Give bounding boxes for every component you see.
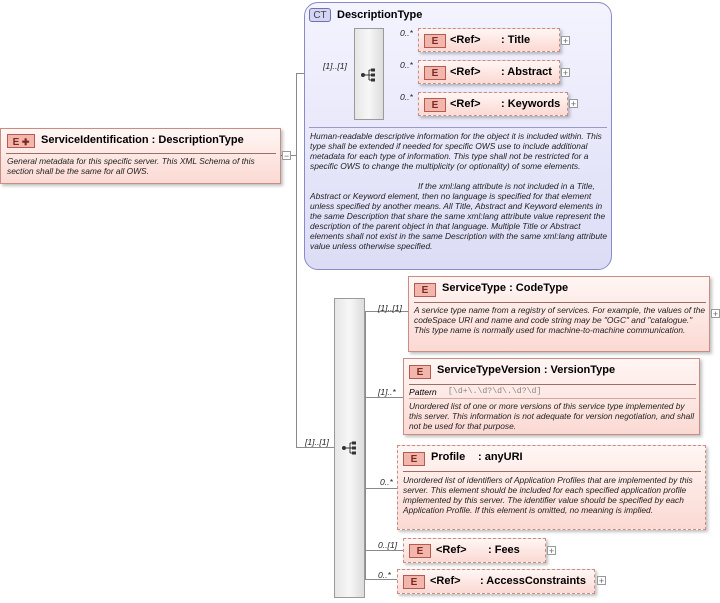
- servicetypeversion-cardinality: [1]..*: [378, 387, 396, 397]
- complex-type-box: CT DescriptionType Human-readable descri…: [304, 2, 612, 270]
- servicetypeversion-element[interactable]: E ServiceTypeVersion : VersionType Patte…: [403, 358, 700, 435]
- plus-icon[interactable]: +: [597, 576, 606, 586]
- element-ref: <Ref>: [450, 98, 481, 110]
- seq-cardinality: [1]..[1]: [305, 437, 329, 447]
- connector-line: [365, 550, 403, 551]
- element-name: : Keywords: [501, 98, 561, 110]
- element-type: : anyURI: [478, 451, 523, 463]
- element-badge: E: [424, 66, 446, 80]
- connector-line: [365, 397, 403, 398]
- element-badge: E: [424, 34, 446, 48]
- element-name: : Fees: [488, 544, 520, 556]
- ct-badge: CT: [309, 8, 331, 22]
- element-name: Profile: [431, 451, 466, 463]
- element-ref: <Ref>: [430, 575, 461, 587]
- divider: [403, 471, 701, 472]
- profile-element[interactable]: E Profile : anyURI Unordered list of ide…: [397, 445, 706, 530]
- connector-line: [296, 73, 297, 448]
- element-badge: E: [424, 98, 446, 112]
- sequence-compositor[interactable]: [334, 298, 365, 598]
- plus-icon[interactable]: +: [547, 546, 556, 556]
- sequence-icon: [361, 68, 375, 82]
- element-badge: E: [403, 575, 425, 589]
- child-cardinality: 0..*: [400, 92, 413, 102]
- profile-doc: Unordered list of identifiers of Applica…: [403, 475, 693, 515]
- ct-sequence-compositor[interactable]: [354, 28, 384, 120]
- element-ref: <Ref>: [436, 544, 467, 556]
- divider: [409, 384, 696, 385]
- plus-icon[interactable]: +: [561, 36, 570, 46]
- connector-line: [365, 488, 397, 489]
- element-ref: <Ref>: [450, 34, 481, 46]
- divider: [414, 302, 706, 303]
- element-badge: E: [403, 452, 425, 466]
- plus-icon[interactable]: +: [561, 68, 570, 78]
- element-ref: <Ref>: [450, 66, 481, 78]
- plus-icon[interactable]: +: [569, 99, 578, 109]
- abstract-element[interactable]: E <Ref> : Abstract: [418, 60, 560, 84]
- pattern-value: [\d+\.\d?\d\.\d?\d]: [448, 387, 542, 396]
- fees-element[interactable]: E <Ref> : Fees: [403, 538, 546, 563]
- servicetypeversion-doc: Unordered list of one or more versions o…: [409, 401, 695, 431]
- root-element-type: : DescriptionType: [151, 134, 244, 146]
- ct-title: DescriptionType: [337, 9, 423, 21]
- root-element-name: ServiceIdentification: [41, 134, 149, 146]
- ct-seq-cardinality: [1]..[1]: [323, 61, 347, 71]
- profile-cardinality: 0..*: [380, 477, 393, 487]
- element-badge: E: [409, 365, 431, 379]
- connector-line: [365, 311, 408, 312]
- servicetype-doc: A service type name from a registry of s…: [414, 305, 706, 335]
- servicetype-cardinality: [1]..[1]: [378, 303, 402, 313]
- element-name: : Abstract: [501, 66, 552, 78]
- root-element-doc: General metadata for this specific serve…: [7, 156, 255, 176]
- element-name: ServiceTypeVersion: [437, 364, 541, 376]
- plus-icon[interactable]: +: [711, 309, 720, 319]
- ct-doc-lang: If the xml:lang attribute is not include…: [310, 181, 607, 251]
- accessconstraints-element[interactable]: E <Ref> : AccessConstraints: [397, 569, 595, 594]
- pattern-label: Pattern: [409, 387, 437, 397]
- fees-cardinality: 0..[1]: [378, 540, 398, 550]
- root-element-box[interactable]: E ✚ ServiceIdentification : DescriptionT…: [0, 128, 281, 184]
- divider: [6, 153, 276, 154]
- root-element-title: ServiceIdentification : DescriptionType: [41, 134, 244, 146]
- child-cardinality: 0..*: [400, 28, 413, 38]
- element-type: : CodeType: [509, 282, 569, 294]
- element-badge: E ✚: [7, 134, 35, 148]
- element-badge: E: [409, 544, 431, 558]
- element-name: : Title: [501, 34, 531, 46]
- divider: [409, 398, 696, 399]
- child-cardinality: 0..*: [400, 60, 413, 70]
- connector-line: [296, 447, 334, 448]
- element-name: ServiceType: [442, 282, 507, 294]
- ct-doc: Human-readable descriptive information f…: [310, 131, 602, 171]
- title-element[interactable]: E <Ref> : Title: [418, 28, 560, 52]
- divider: [309, 127, 607, 128]
- element-type: : VersionType: [543, 364, 616, 376]
- servicetype-element[interactable]: E ServiceType : CodeType A service type …: [408, 276, 710, 352]
- sequence-icon: [342, 441, 356, 455]
- connector-line: [365, 579, 397, 580]
- connector-line: [365, 311, 366, 579]
- keywords-element[interactable]: E <Ref> : Keywords: [418, 92, 568, 116]
- element-badge: E: [414, 283, 436, 297]
- element-name: : AccessConstraints: [480, 575, 586, 587]
- accessconstraints-cardinality: 0..*: [378, 570, 391, 580]
- minus-icon[interactable]: −: [282, 151, 291, 161]
